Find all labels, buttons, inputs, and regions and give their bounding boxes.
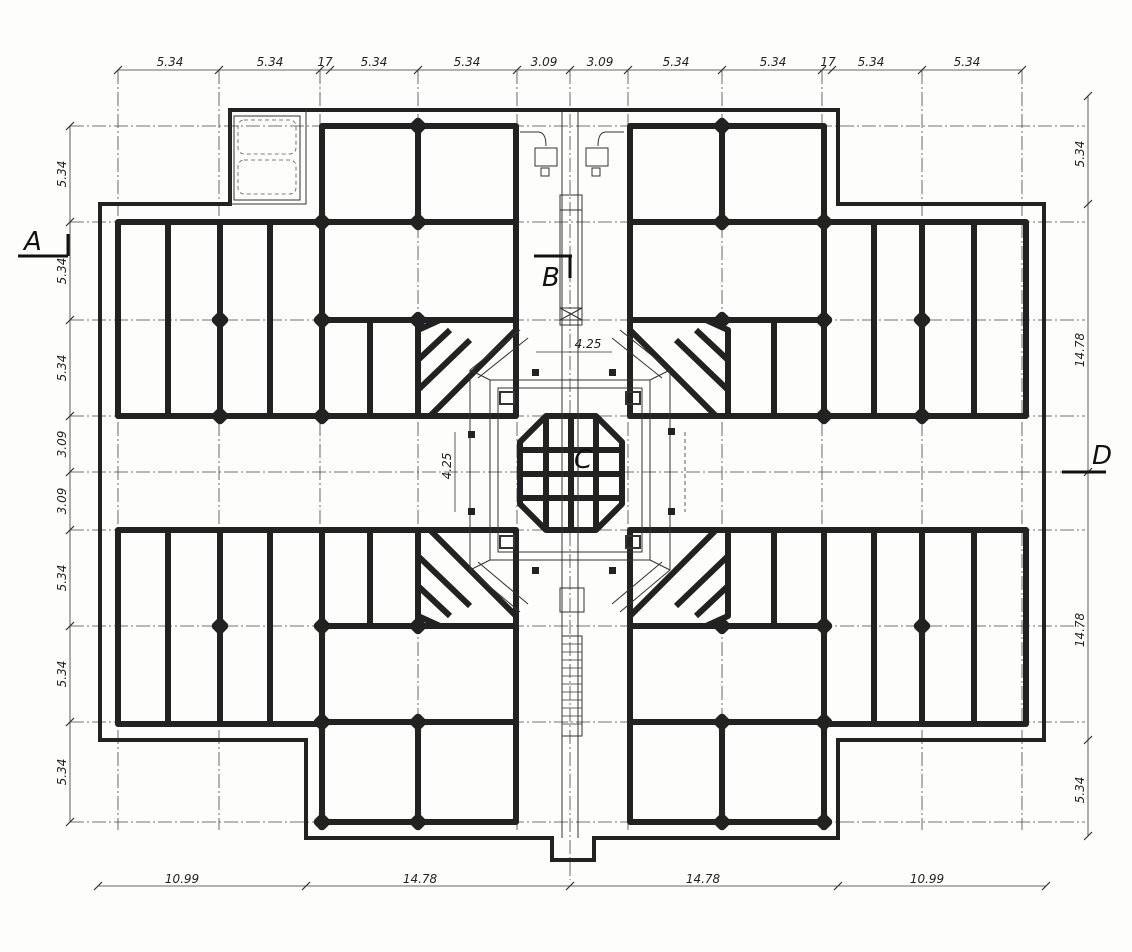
section-label-d: D xyxy=(1092,441,1112,471)
central-core xyxy=(468,329,675,613)
dim-center-vertical: 4.25 xyxy=(440,453,454,480)
dim-bottom-2: 14.78 xyxy=(403,872,438,886)
dim-top-2: 5.34 xyxy=(257,55,284,69)
diagonal-beams xyxy=(415,317,731,629)
dim-top-10: 17 xyxy=(820,55,836,69)
dim-top-7: 3.09 xyxy=(587,55,614,69)
dim-bottom-1: 10.99 xyxy=(165,872,199,886)
dim-right-1: 5.34 xyxy=(1073,141,1087,168)
dim-left-2: 5.34 xyxy=(55,258,69,285)
dim-top-9: 5.34 xyxy=(760,55,787,69)
dim-right-3: 14.78 xyxy=(1073,612,1087,647)
left-dimensions: 5.34 5.34 5.34 3.09 3.09 5.34 5.34 5.34 xyxy=(55,161,69,786)
dim-left-6: 5.34 xyxy=(55,565,69,592)
bottom-dimensions: 10.99 14.78 14.78 10.99 xyxy=(165,872,944,886)
section-label-a: A xyxy=(22,227,42,257)
dim-top-8: 5.34 xyxy=(663,55,690,69)
dim-bottom-4: 10.99 xyxy=(910,872,944,886)
dim-right-4: 5.34 xyxy=(1073,777,1087,804)
columns xyxy=(211,117,931,831)
dim-left-1: 5.34 xyxy=(55,161,69,188)
dim-left-4: 3.09 xyxy=(55,431,69,458)
dim-top-4: 5.34 xyxy=(361,55,388,69)
section-label-b: B xyxy=(542,263,560,293)
dim-top-3: 17 xyxy=(317,55,333,69)
dim-bottom-3: 14.78 xyxy=(686,872,721,886)
outer-wall xyxy=(98,108,1046,862)
section-markers xyxy=(18,234,1106,474)
dim-top-6: 3.09 xyxy=(531,55,558,69)
corridor-elements xyxy=(520,112,624,838)
top-dimensions: 5.34 5.34 17 5.34 5.34 3.09 3.09 5.34 5.… xyxy=(157,55,981,69)
dimension-lines xyxy=(65,65,1093,891)
dim-left-3: 5.34 xyxy=(55,355,69,382)
dim-top-5: 5.34 xyxy=(454,55,481,69)
dim-right-2: 14.78 xyxy=(1073,332,1087,367)
dim-left-8: 5.34 xyxy=(55,759,69,786)
dim-center-horizontal: 4.25 xyxy=(575,337,602,351)
dim-left-7: 5.34 xyxy=(55,661,69,688)
dim-top-12: 5.34 xyxy=(954,55,981,69)
dim-top-11: 5.34 xyxy=(858,55,885,69)
dim-left-5: 3.09 xyxy=(55,488,69,515)
right-dimensions: 5.34 14.78 14.78 5.34 xyxy=(1073,141,1087,804)
dim-top-1: 5.34 xyxy=(157,55,184,69)
core-label-c: C xyxy=(574,445,593,475)
